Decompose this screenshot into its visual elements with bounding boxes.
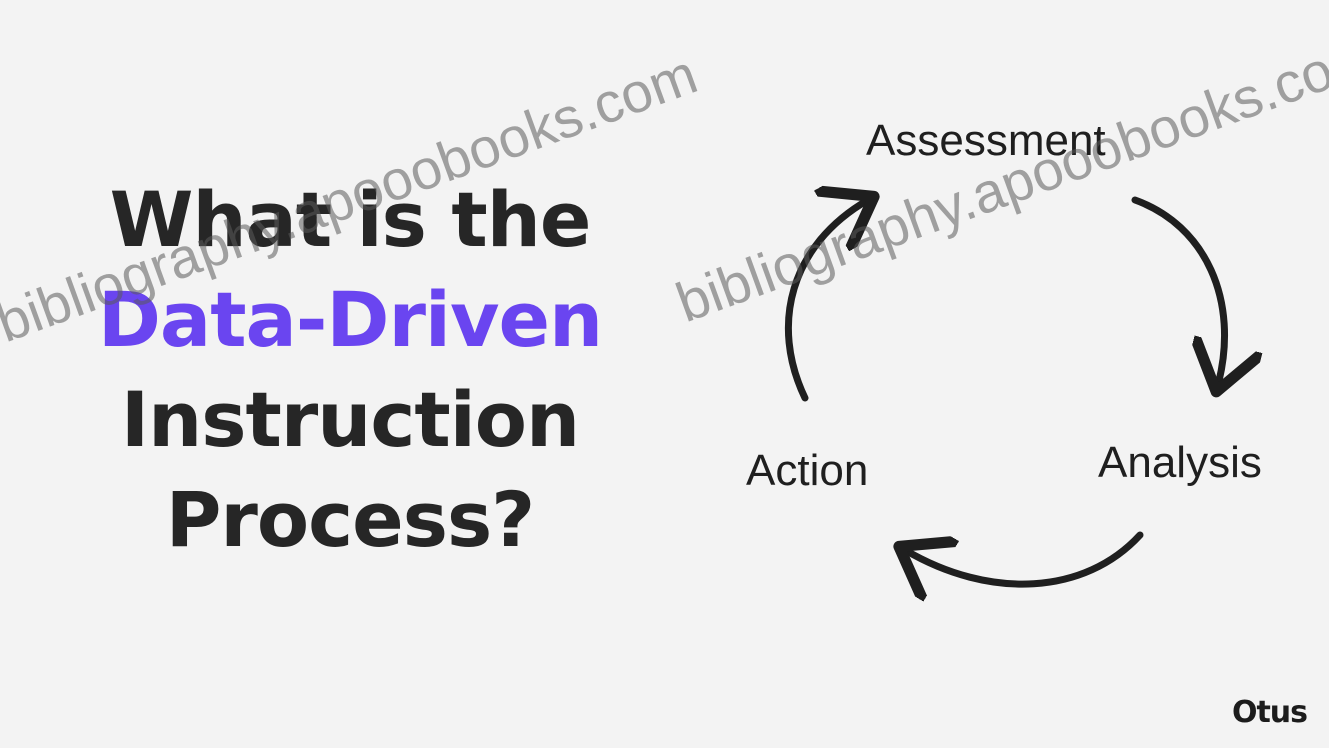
- headline-line-4: Process?: [165, 475, 536, 564]
- headline-line-3: Instruction: [120, 375, 580, 464]
- otus-logo: Otus: [1231, 695, 1308, 730]
- headline-line-2-accent: Data-Driven: [97, 275, 603, 364]
- step-action: Action: [746, 446, 869, 495]
- curved-arrow-icon: [784, 200, 868, 402]
- step-analysis: Analysis: [1098, 438, 1262, 487]
- curved-arrow-icon: [905, 531, 1144, 584]
- curved-arrow-icon: [1131, 196, 1225, 385]
- headline-line-1: What is the: [109, 175, 592, 264]
- headline: What is the Data-Driven Instruction Proc…: [40, 170, 660, 570]
- step-assessment: Assessment: [866, 116, 1106, 165]
